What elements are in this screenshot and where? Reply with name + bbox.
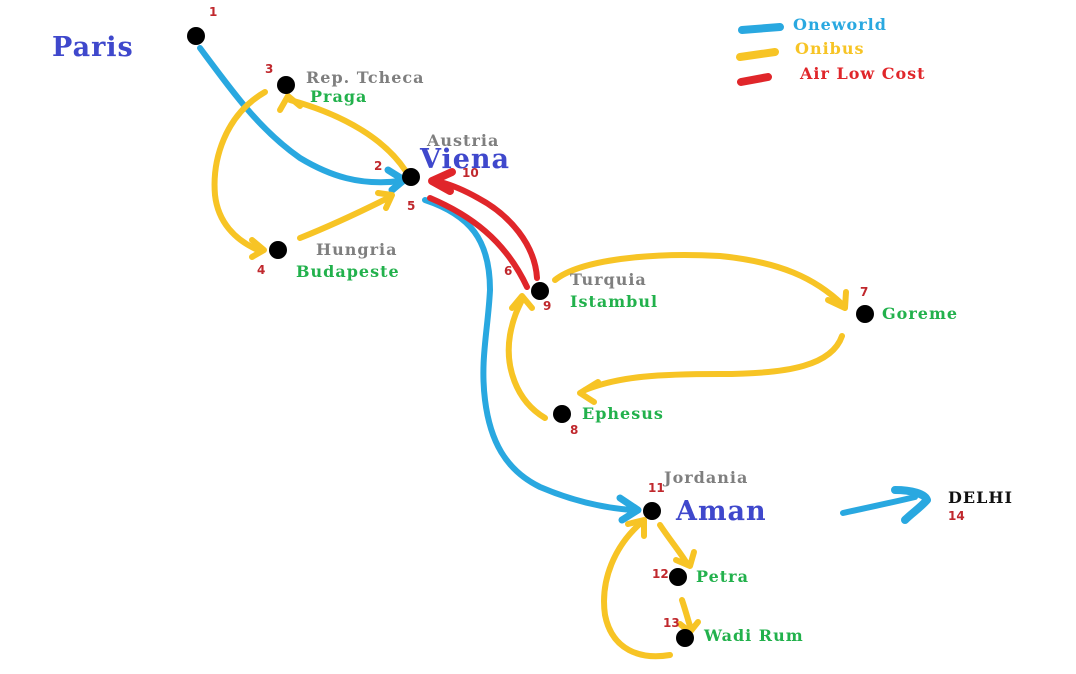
stop-number-paris: 1 xyxy=(209,5,218,19)
arrowhead-viena-praga-icon xyxy=(277,93,303,113)
stop-number-budapeste: 4 xyxy=(257,263,266,277)
stop-number-ephesus: 8 xyxy=(570,423,579,437)
country-label-rep-tcheca: Rep. Tcheca xyxy=(306,68,425,87)
marker-budapeste-icon xyxy=(269,241,287,259)
stop-number-viena-5: 5 xyxy=(407,199,416,213)
arrowhead-ephesus-istambul-icon xyxy=(509,293,535,311)
marker-aman-icon xyxy=(643,502,661,520)
city-label-viena: Viena xyxy=(420,144,511,175)
city-label-petra: Petra xyxy=(696,567,749,586)
legend-oneworld-label: Oneworld xyxy=(793,15,887,34)
arrowhead-budapeste-viena-icon xyxy=(375,190,395,211)
route-viena-istambul xyxy=(427,195,530,290)
legend-strokes xyxy=(736,23,784,86)
city-markers xyxy=(187,27,874,647)
country-label-austria: Austria xyxy=(427,131,500,150)
arrowhead-istambul-goreme-icon xyxy=(825,289,849,311)
route-aman-delhi xyxy=(840,494,918,516)
route-wadirum-aman xyxy=(601,519,673,660)
marker-petra-icon xyxy=(669,568,687,586)
city-label-delhi: DELHI xyxy=(948,488,1013,507)
red-brush-stroke-icon xyxy=(737,73,772,86)
stop-number-aman: 11 xyxy=(648,481,665,495)
route-istambul-goreme xyxy=(552,252,846,308)
legend-low-cost-label: Air Low Cost xyxy=(800,64,926,83)
route-praga-budapeste xyxy=(211,89,268,253)
city-label-aman: Aman xyxy=(676,496,767,527)
stop-number-delhi: 14 xyxy=(948,509,965,523)
route-viena-aman xyxy=(422,197,635,513)
arrowhead-istambul-viena-icon xyxy=(428,168,456,195)
arrowhead-aman-delhi-icon xyxy=(891,486,931,524)
arrowhead-viena-aman-icon xyxy=(616,494,642,524)
onibus-routes xyxy=(211,89,849,660)
route-budapeste-viena xyxy=(297,194,393,241)
country-label-jordania: Jordania xyxy=(664,468,749,487)
route-goreme-ephesus xyxy=(582,333,845,393)
route-paris-viena xyxy=(197,45,403,186)
city-label-goreme: Goreme xyxy=(882,304,959,323)
oneworld-routes xyxy=(197,45,931,524)
arrowhead-praga-budapeste-icon xyxy=(249,237,267,260)
marker-paris-icon xyxy=(187,27,205,45)
city-label-praga: Praga xyxy=(310,87,368,106)
stop-number-praga: 3 xyxy=(265,62,274,76)
marker-wadirum-icon xyxy=(676,629,694,647)
route-petra-wadirum xyxy=(679,597,693,629)
city-label-wadi-rum: Wadi Rum xyxy=(704,626,804,645)
stop-number-viena-10: 10 xyxy=(462,166,479,180)
stop-number-petra: 12 xyxy=(652,567,669,581)
route-viena-praga xyxy=(287,97,408,173)
city-label-istambul: Istambul xyxy=(570,292,659,311)
city-label-budapeste: Budapeste xyxy=(296,262,400,281)
country-label-hungria: Hungria xyxy=(316,240,398,259)
route-aman-petra xyxy=(657,522,689,565)
blue-brush-stroke-icon xyxy=(738,23,784,34)
arrowhead-wadirum-aman-icon xyxy=(625,517,647,539)
marker-ephesus-icon xyxy=(553,405,571,423)
stop-number-istambul-9: 9 xyxy=(543,299,552,313)
marker-praga-icon xyxy=(277,76,295,94)
arrowhead-goreme-ephesus-icon xyxy=(577,379,601,405)
city-label-ephesus: Ephesus xyxy=(582,404,664,423)
marker-istambul-icon xyxy=(531,282,549,300)
marker-viena-icon xyxy=(402,168,420,186)
stop-number-viena-2: 2 xyxy=(374,159,383,173)
route-istambul-viena xyxy=(437,179,540,281)
low-cost-routes xyxy=(427,168,540,290)
route-ephesus-istambul xyxy=(505,297,548,421)
city-label-paris: Paris xyxy=(52,32,134,63)
legend-onibus-label: Onibus xyxy=(795,39,865,58)
yellow-brush-stroke-icon xyxy=(736,48,779,61)
arrowhead-aman-petra-icon xyxy=(673,549,697,569)
stop-number-wadirum: 13 xyxy=(663,616,680,630)
marker-goreme-icon xyxy=(856,305,874,323)
country-label-turquia: Turquia xyxy=(570,270,647,289)
stop-number-goreme: 7 xyxy=(860,285,869,299)
stop-number-istambul-6: 6 xyxy=(504,264,513,278)
